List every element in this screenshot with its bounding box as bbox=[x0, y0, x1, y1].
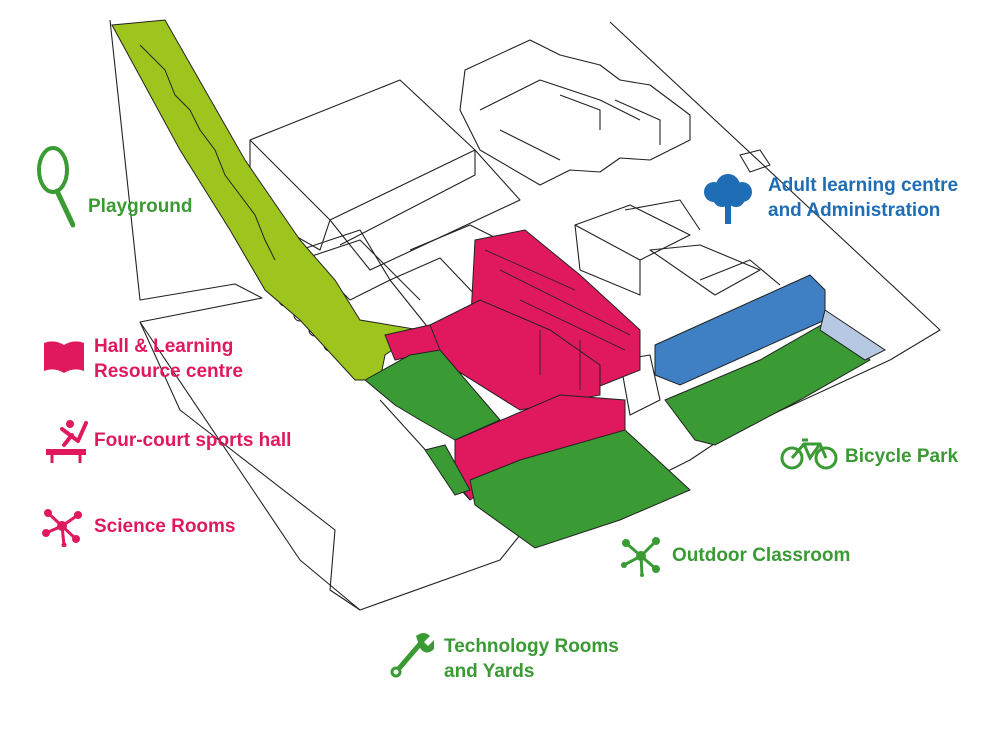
road-edge bbox=[139, 321, 361, 611]
tree-icon bbox=[700, 170, 756, 226]
tennis-racket-icon bbox=[35, 145, 76, 230]
bicycle-label: Bicycle Park bbox=[845, 446, 959, 467]
hall-label: Hall & Learning Resource centre bbox=[94, 336, 243, 382]
heritage-building bbox=[459, 39, 771, 186]
molecule-icon bbox=[40, 505, 84, 548]
open-book-icon bbox=[42, 337, 86, 375]
gymnast-icon bbox=[42, 415, 90, 465]
sports-label: Four-court sports hall bbox=[94, 430, 292, 451]
adult-label: Adult learning centre and Administration bbox=[768, 175, 959, 221]
outdoor-areas bbox=[364, 319, 871, 549]
science-label: Science Rooms bbox=[94, 516, 236, 537]
bicycle-icon bbox=[780, 436, 838, 472]
playground-label: Playground bbox=[88, 196, 193, 217]
adult-centre-building bbox=[654, 274, 886, 386]
playground-area bbox=[111, 19, 422, 381]
outdoor-label: Outdoor Classroom bbox=[672, 545, 851, 566]
technology-label: Technology Rooms and Yards bbox=[444, 636, 619, 682]
wrench-icon bbox=[390, 630, 436, 678]
outdoor-molecule-icon bbox=[620, 535, 662, 577]
